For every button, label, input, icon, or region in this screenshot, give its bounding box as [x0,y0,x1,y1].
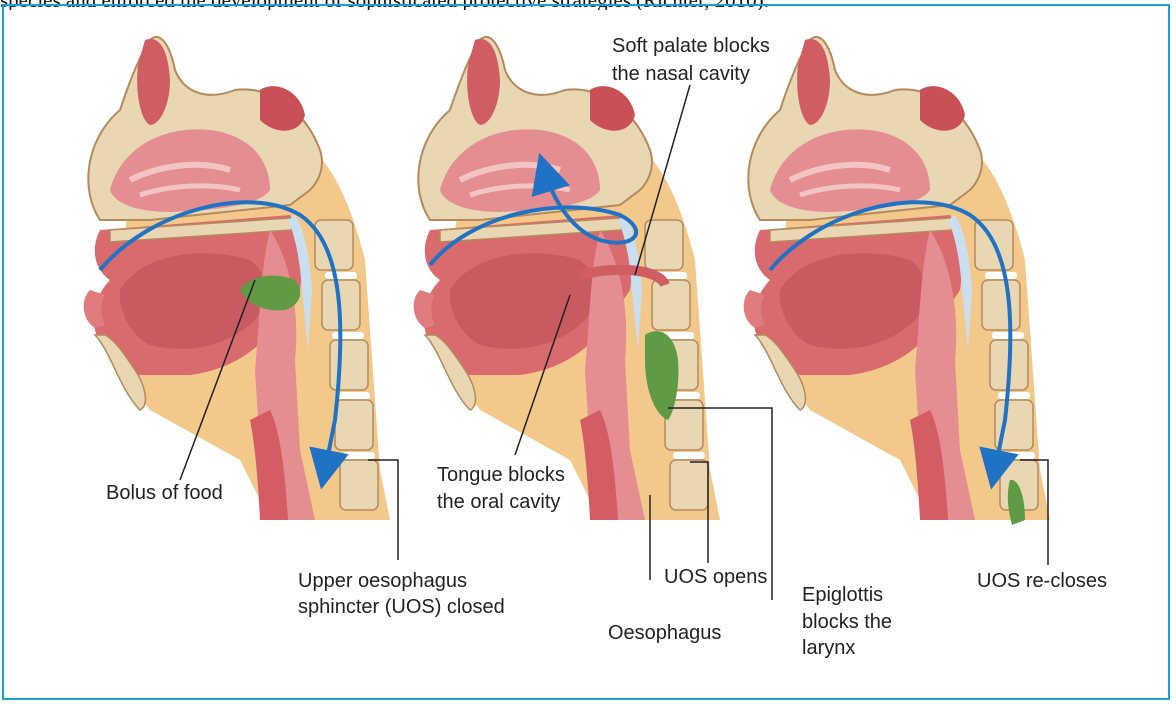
label-uos-opens: UOS opens [664,566,767,588]
panel-2-uos-opens [414,37,720,520]
label-bolus-of-food: Bolus of food [106,482,223,504]
label-uos-recloses: UOS re-closes [977,570,1107,592]
label-epiglottis-line3: larynx [802,637,855,659]
label-tongue-line1: Tongue blocks [437,464,565,486]
label-epiglottis-line2: blocks the [802,611,892,633]
label-oesophagus: Oesophagus [608,622,721,644]
panel-1-uos-closed [84,37,390,520]
label-uos-closed-line1: Upper oesophagus [298,570,467,592]
label-epiglottis-line1: Epiglottis [802,584,883,606]
label-tongue-line2: the oral cavity [437,491,560,513]
panel-3-uos-recloses [744,37,1050,525]
label-soft-palate-line1: Soft palate blocks [612,35,770,57]
label-uos-closed-line2: sphincter (UOS) closed [298,596,505,618]
label-soft-palate-line2: the nasal cavity [612,63,750,85]
